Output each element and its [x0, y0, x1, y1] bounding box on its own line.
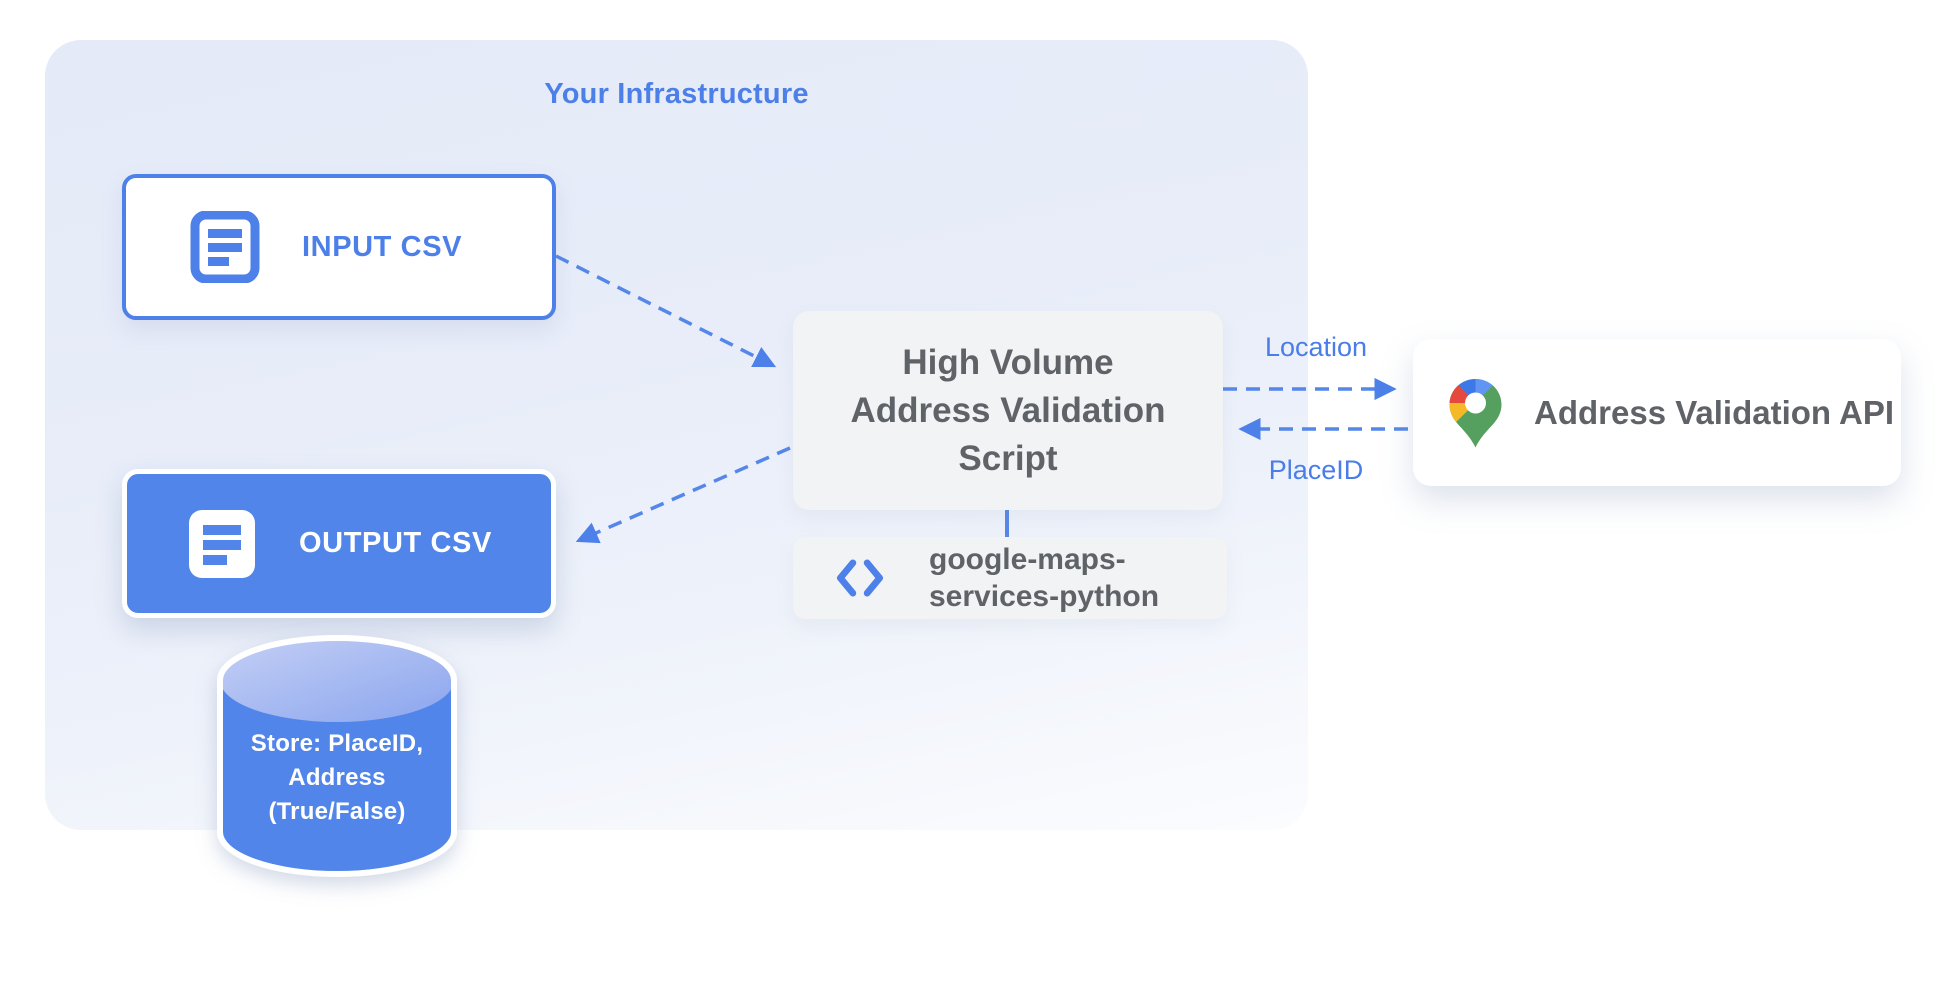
edge-label-location: Location	[1264, 332, 1368, 362]
address-validation-api-node: Address Validation API	[1413, 339, 1901, 486]
input-csv-node: INPUT CSV	[122, 174, 556, 320]
infrastructure-title: Your Infrastructure	[544, 78, 809, 110]
document-icon	[190, 211, 260, 283]
code-icon	[837, 559, 883, 597]
input-csv-label: INPUT CSV	[302, 230, 463, 263]
library-node: google-maps- services-python	[793, 537, 1227, 619]
output-csv-node: OUTPUT CSV	[122, 469, 556, 618]
edge-label-placeid: PlaceID	[1268, 455, 1364, 485]
google-maps-pin-icon	[1449, 378, 1502, 447]
database-cylinder	[217, 635, 457, 877]
api-label: Address Validation API	[1534, 393, 1895, 431]
datastore-label: Store: PlaceID, Address (True/False)	[250, 730, 424, 825]
validation-script-node: High Volume Address Validation Script	[793, 311, 1223, 510]
document-icon	[189, 509, 255, 578]
library-label: google-maps- services-python	[929, 543, 1160, 613]
output-csv-label: OUTPUT CSV	[299, 527, 492, 559]
